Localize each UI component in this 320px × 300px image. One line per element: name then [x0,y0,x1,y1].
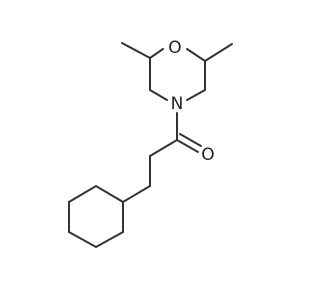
bond-c6-methyl [204,43,233,62]
propanoyl-chain [122,112,202,203]
atom-label-nitrogen-ring: N [171,94,184,114]
morpholine-ring [121,42,233,101]
atom-label-oxygen-carbonyl: O [201,145,214,165]
atom-label-oxygen-ring: O [168,38,181,58]
bond-ch2-cyclohexyl [122,185,151,203]
bond-carbonyl-c-ch2 [149,139,178,157]
bond-c2-methyl [121,42,151,59]
bond-c3-n [149,89,168,101]
cyclohexane-ring [68,184,124,249]
bond-carbonyl-double-1 [176,139,199,153]
structure-canvas: O N O [68,38,233,249]
atom-labels: O N O [168,38,214,165]
bond-carbonyl-double-2 [179,133,202,147]
cyclohexane-bonds [68,184,124,249]
bond-o-c2 [149,48,164,59]
bond-o-c6 [186,48,206,62]
bond-n-c5 [186,89,206,101]
